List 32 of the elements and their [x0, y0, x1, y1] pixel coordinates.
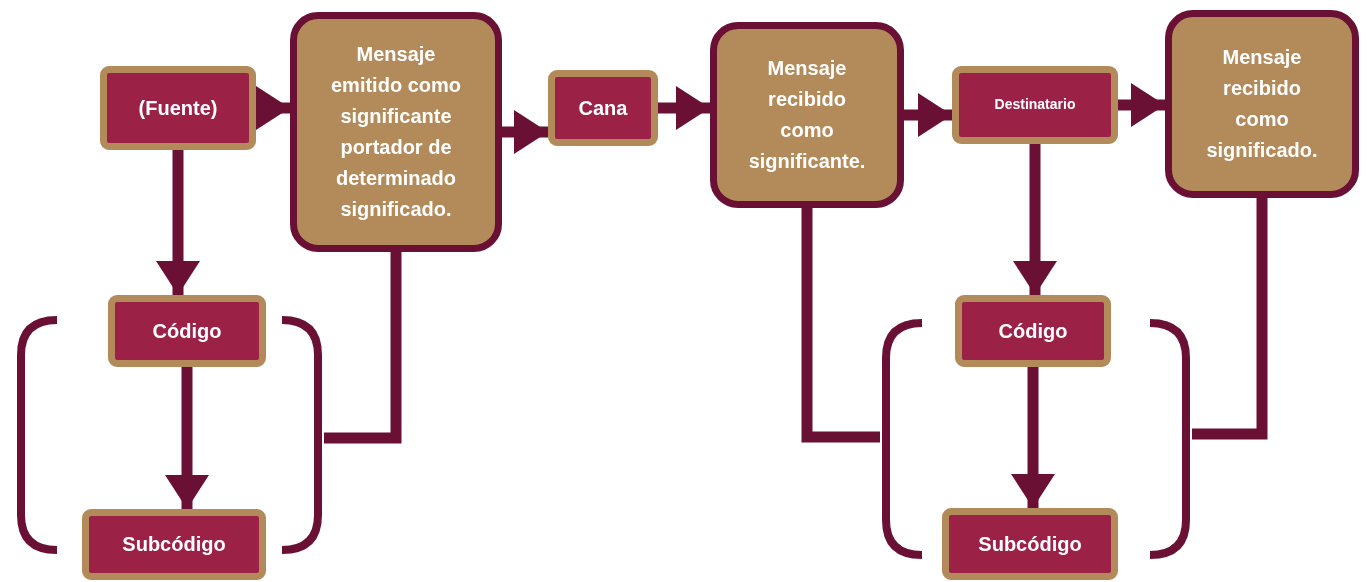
box-label: Mensaje recibido como significante.: [747, 56, 867, 174]
label-box: [548, 70, 658, 146]
label-box: [100, 66, 256, 150]
box-label: Código: [998, 318, 1068, 344]
message-box: [710, 22, 904, 208]
arrow: [502, 110, 548, 154]
arrow: [1011, 367, 1055, 508]
connector-line: [801, 208, 880, 443]
arrow: [904, 93, 952, 137]
box-label: Código: [152, 318, 222, 344]
arrow: [256, 86, 290, 130]
label-box: [82, 509, 266, 580]
arrow: [658, 86, 710, 130]
arrow: [156, 150, 200, 295]
box-label: Subcódigo: [978, 531, 1082, 557]
box-label: Mensaje recibido como significado.: [1205, 45, 1319, 163]
label-box: [108, 295, 266, 367]
box-label: (Fuente): [138, 95, 218, 121]
box-label: Destinatario: [994, 95, 1076, 115]
connector-line: [1192, 198, 1268, 440]
label-box: [942, 508, 1118, 580]
label-box: [955, 295, 1111, 367]
arrow: [1013, 144, 1057, 295]
connector-line: [324, 252, 402, 444]
box-label: Mensaje emitido como significante portador de determinado significado.: [330, 42, 462, 222]
arrow: [165, 367, 209, 509]
message-box: [290, 12, 502, 252]
message-box: [1165, 10, 1359, 198]
box-label: Subcódigo: [122, 532, 226, 557]
label-box: [952, 66, 1118, 144]
arrow: [1118, 83, 1165, 127]
box-label: Cana: [578, 95, 628, 121]
